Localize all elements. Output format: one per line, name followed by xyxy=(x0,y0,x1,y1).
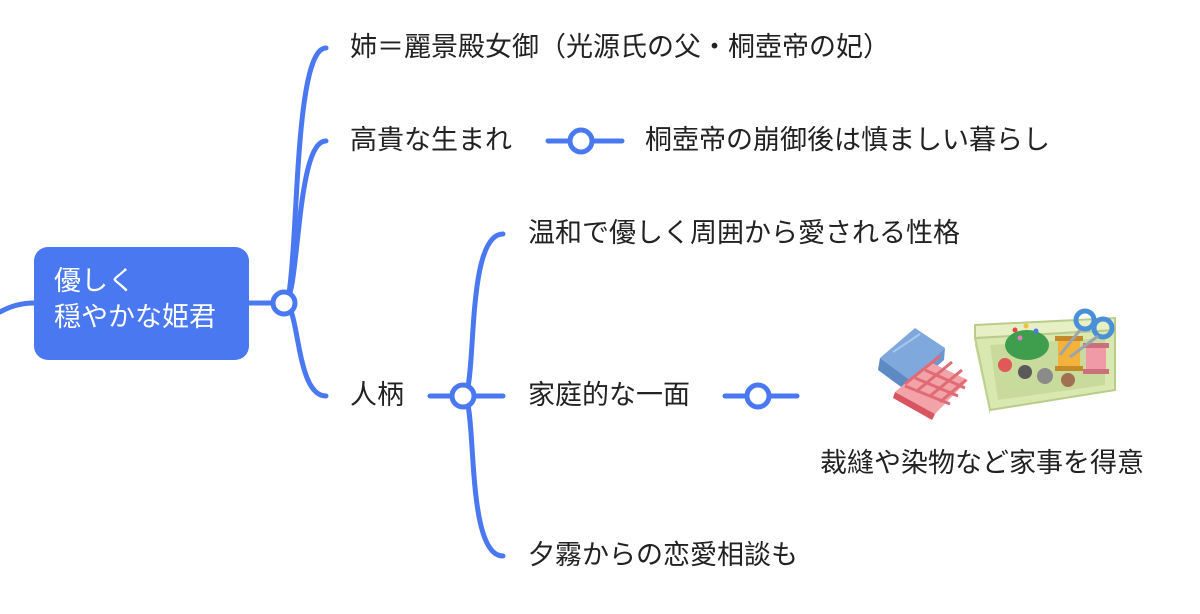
node-gentle[interactable]: 温和で優しく周囲から愛される性格 xyxy=(528,218,960,249)
sub-connector-advice xyxy=(460,393,506,559)
branch-connector-personality xyxy=(281,300,329,399)
personality-collapse-knob[interactable] xyxy=(449,382,477,410)
branch-connector-noble xyxy=(281,138,329,306)
root-label-line1: 優しく xyxy=(54,266,135,297)
node-domestic-caption[interactable]: 裁縫や染物など家事を得意 xyxy=(820,448,1144,479)
node-domestic[interactable]: 家庭的な一面 xyxy=(528,380,690,411)
node-advice[interactable]: 夕霧からの恋愛相談も xyxy=(528,540,798,571)
root-node[interactable]: 優しく 穏やかな姫君 xyxy=(34,247,249,360)
sub-connector-gentle xyxy=(460,231,506,399)
root-label-line2: 穏やかな姫君 xyxy=(54,302,216,333)
node-sister[interactable]: 姉＝麗景殿女御（光源氏の父・桐壺帝の妃） xyxy=(350,32,890,63)
node-noble-detail[interactable]: 桐壺帝の崩御後は慎ましい暮らし xyxy=(645,125,1050,156)
sewing-box-icon xyxy=(973,308,1116,415)
noble-collapse-knob[interactable] xyxy=(567,127,595,155)
domestic-collapse-knob[interactable] xyxy=(744,382,772,410)
root-collapse-knob[interactable] xyxy=(270,289,298,317)
red-gingham-cloth-icon xyxy=(893,354,968,420)
sewing-box-and-fabric-illustration xyxy=(878,308,1116,420)
node-noble[interactable]: 高貴な生まれ xyxy=(350,125,512,156)
root-incoming-connector xyxy=(0,300,37,315)
node-personality[interactable]: 人柄 xyxy=(350,380,404,411)
